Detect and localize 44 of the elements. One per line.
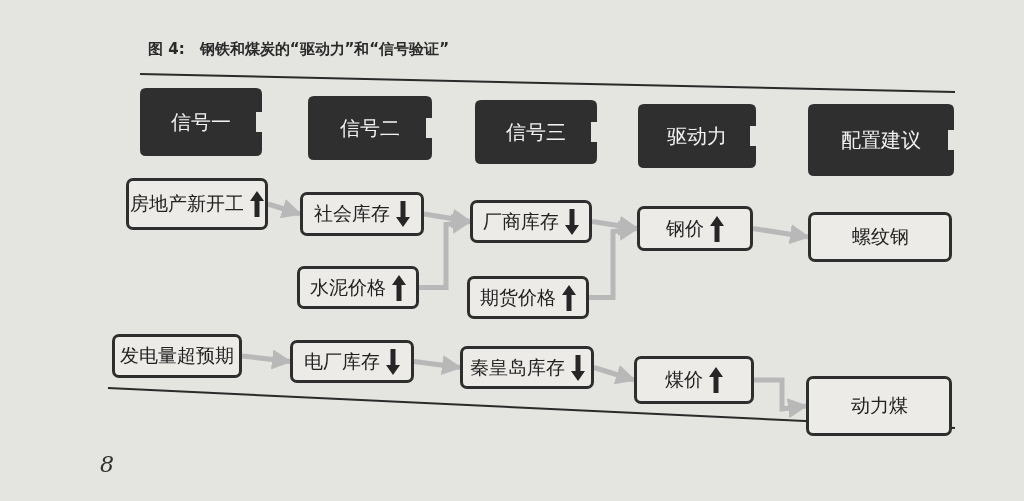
- header-label: 信号一: [171, 108, 231, 136]
- step-label: 动力煤: [850, 393, 908, 418]
- process-box: [637, 206, 753, 251]
- arrow: [419, 213, 472, 290]
- step-label: 螺纹钢: [851, 224, 909, 249]
- process-box: [112, 334, 242, 378]
- header-tab: [808, 104, 954, 176]
- arrow: [754, 377, 808, 419]
- header-tab: [638, 104, 756, 168]
- step-label: 发电量超预期: [120, 343, 234, 368]
- process-box: [470, 200, 592, 243]
- process-box: [808, 212, 952, 262]
- arrow: [593, 365, 636, 385]
- arrow: [413, 355, 462, 376]
- header-tab: [140, 88, 262, 156]
- header-label: 配置建议: [841, 126, 921, 154]
- arrow: [589, 220, 639, 300]
- process-box: [806, 376, 952, 436]
- header-tab: [475, 100, 597, 164]
- step-label: 水泥价格: [310, 274, 386, 300]
- arrow: [241, 349, 292, 370]
- step-label: 社会库存: [314, 201, 390, 226]
- arrow: [267, 199, 302, 219]
- figure-title: 图 4: 钢铁和煤炭的“驱动力”和“信号验证”: [148, 40, 450, 59]
- process-box: [467, 276, 589, 319]
- step-label: 秦皇岛库存: [469, 354, 565, 380]
- step-label: 房地产新开工: [130, 191, 244, 216]
- step-label: 电厂库存: [304, 348, 380, 374]
- arrow: [752, 224, 810, 245]
- step-label: 厂商库存: [483, 208, 559, 234]
- process-box: [297, 266, 419, 309]
- process-box: [290, 340, 414, 383]
- step-label: 期货价格: [480, 284, 556, 310]
- page-number: 8: [100, 452, 114, 477]
- step-label: 煤价: [665, 367, 703, 392]
- step-label: 钢价: [666, 215, 704, 241]
- process-box: [634, 356, 754, 404]
- process-box: [300, 192, 424, 236]
- header-label: 信号二: [340, 114, 400, 142]
- process-box: [460, 346, 594, 389]
- process-box: [126, 178, 268, 230]
- header-label: 驱动力: [667, 122, 727, 150]
- header-label: 信号三: [506, 118, 566, 146]
- header-tab: [308, 96, 432, 160]
